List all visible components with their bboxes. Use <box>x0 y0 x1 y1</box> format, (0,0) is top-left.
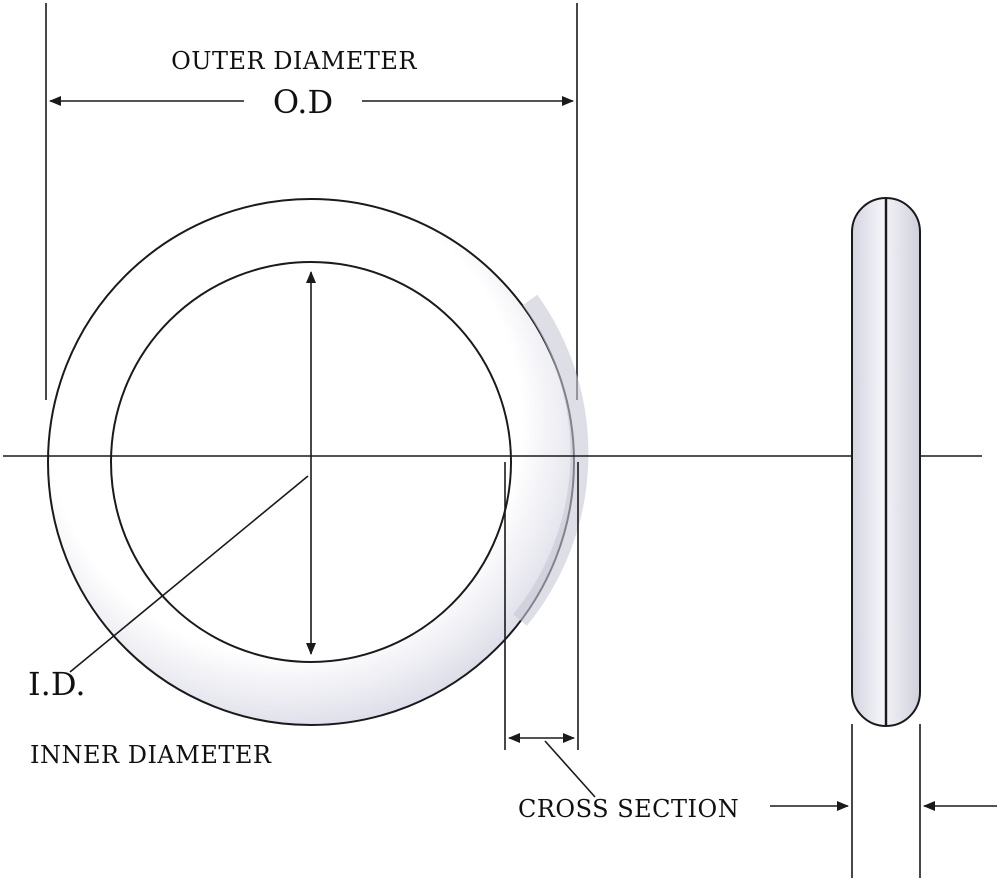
inner-diameter-label: INNER DIAMETER <box>30 741 272 769</box>
cross-section-label: CROSS SECTION <box>518 795 739 823</box>
od-label: O.D <box>273 83 333 121</box>
outer-diameter-label: OUTER DIAMETER <box>171 47 417 75</box>
o-ring-shading <box>513 294 589 626</box>
id-leader-line <box>69 475 309 673</box>
id-label: I.D. <box>28 665 86 703</box>
cross-section-leader-line <box>544 740 596 798</box>
